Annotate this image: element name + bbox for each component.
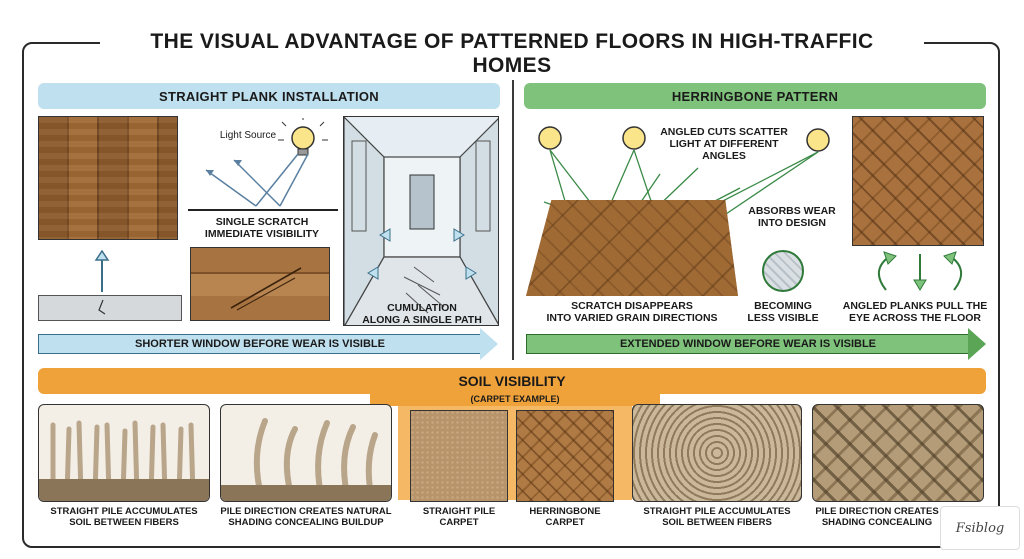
single-scratch-label: SINGLE SCRATCH IMMEDIATE VISIBILITY	[204, 216, 320, 241]
curved-arrows-icon	[878, 251, 962, 291]
card-label-4: HERRINGBONE CARPET	[529, 506, 601, 528]
shorter-window-arrow: SHORTER WINDOW BEFORE WEAR IS VISIBLE	[38, 334, 482, 354]
arrow-head-icon	[968, 328, 986, 360]
arrow-head-icon	[480, 328, 498, 360]
card-label-2: PILE DIRECTION CREATES NATURAL SHADING C…	[220, 506, 392, 528]
less-visible-label: BECOMING LESS VISIBLE	[747, 300, 819, 325]
light-bulb-icon	[278, 118, 328, 156]
light-source-label: Light Source	[219, 130, 277, 141]
page-title: THE VISUAL ADVANTAGE OF PATTERNED FLOORS…	[100, 28, 924, 80]
blog-logo: Fsiblog	[940, 506, 1020, 550]
scratched-plank-image	[190, 247, 330, 321]
carpet-example-label: (CARPET EXAMPLE)	[370, 392, 660, 406]
hallway-image	[343, 116, 499, 326]
card-label-1: STRAIGHT PILE ACCUMULATES SOIL BETWEEN F…	[50, 506, 198, 528]
herringbone-header: HERRINGBONE PATTERN	[524, 83, 986, 109]
herringbone-floor-image	[526, 200, 738, 296]
herringbone-detail-icon	[762, 250, 804, 292]
angled-cuts-label: ANGLED CUTS SCATTER LIGHT AT DIFFERENT A…	[660, 126, 788, 163]
section-divider	[512, 80, 514, 360]
card-label-3: STRAIGHT PILE CARPET	[422, 506, 496, 528]
light-reflection-graphic	[188, 118, 338, 211]
card-label-6: PILE DIRECTION CREATES SHADING CONCEALIN…	[815, 507, 939, 528]
hallway-label: CUMULATION ALONG A SINGLE PATH	[362, 302, 482, 327]
carpet-card-herringbone-texture	[516, 410, 614, 502]
scratch-disappears-label: SCRATCH DISAPPEARS INTO VARIED GRAIN DIR…	[546, 300, 718, 325]
carpet-card-straight-pile	[38, 404, 210, 502]
straight-plank-wood-image	[38, 116, 178, 240]
straight-plank-header: STRAIGHT PLANK INSTALLATION	[38, 83, 500, 109]
carpet-card-straight-pile-texture	[410, 410, 508, 502]
light-bulb-icon	[538, 126, 830, 152]
card-label-5: STRAIGHT PILE ACCUMULATES SOIL BETWEEN F…	[643, 506, 791, 528]
angled-planks-label: ANGLED PLANKS PULL THE EYE ACROSS THE FL…	[842, 300, 988, 325]
carpet-card-fibers-closeup	[632, 404, 802, 502]
absorbs-wear-label: ABSORBS WEAR INTO DESIGN	[748, 205, 836, 230]
herringbone-square-image	[852, 116, 984, 246]
carpet-card-woven-closeup	[812, 404, 984, 502]
soil-visibility-header: SOIL VISIBILITY	[38, 368, 986, 394]
scratched-board-image	[38, 295, 182, 321]
up-arrow-icon	[94, 250, 110, 292]
carpet-card-pile-direction	[220, 404, 392, 502]
extended-window-arrow: EXTENDED WINDOW BEFORE WEAR IS VISIBLE	[526, 334, 970, 354]
